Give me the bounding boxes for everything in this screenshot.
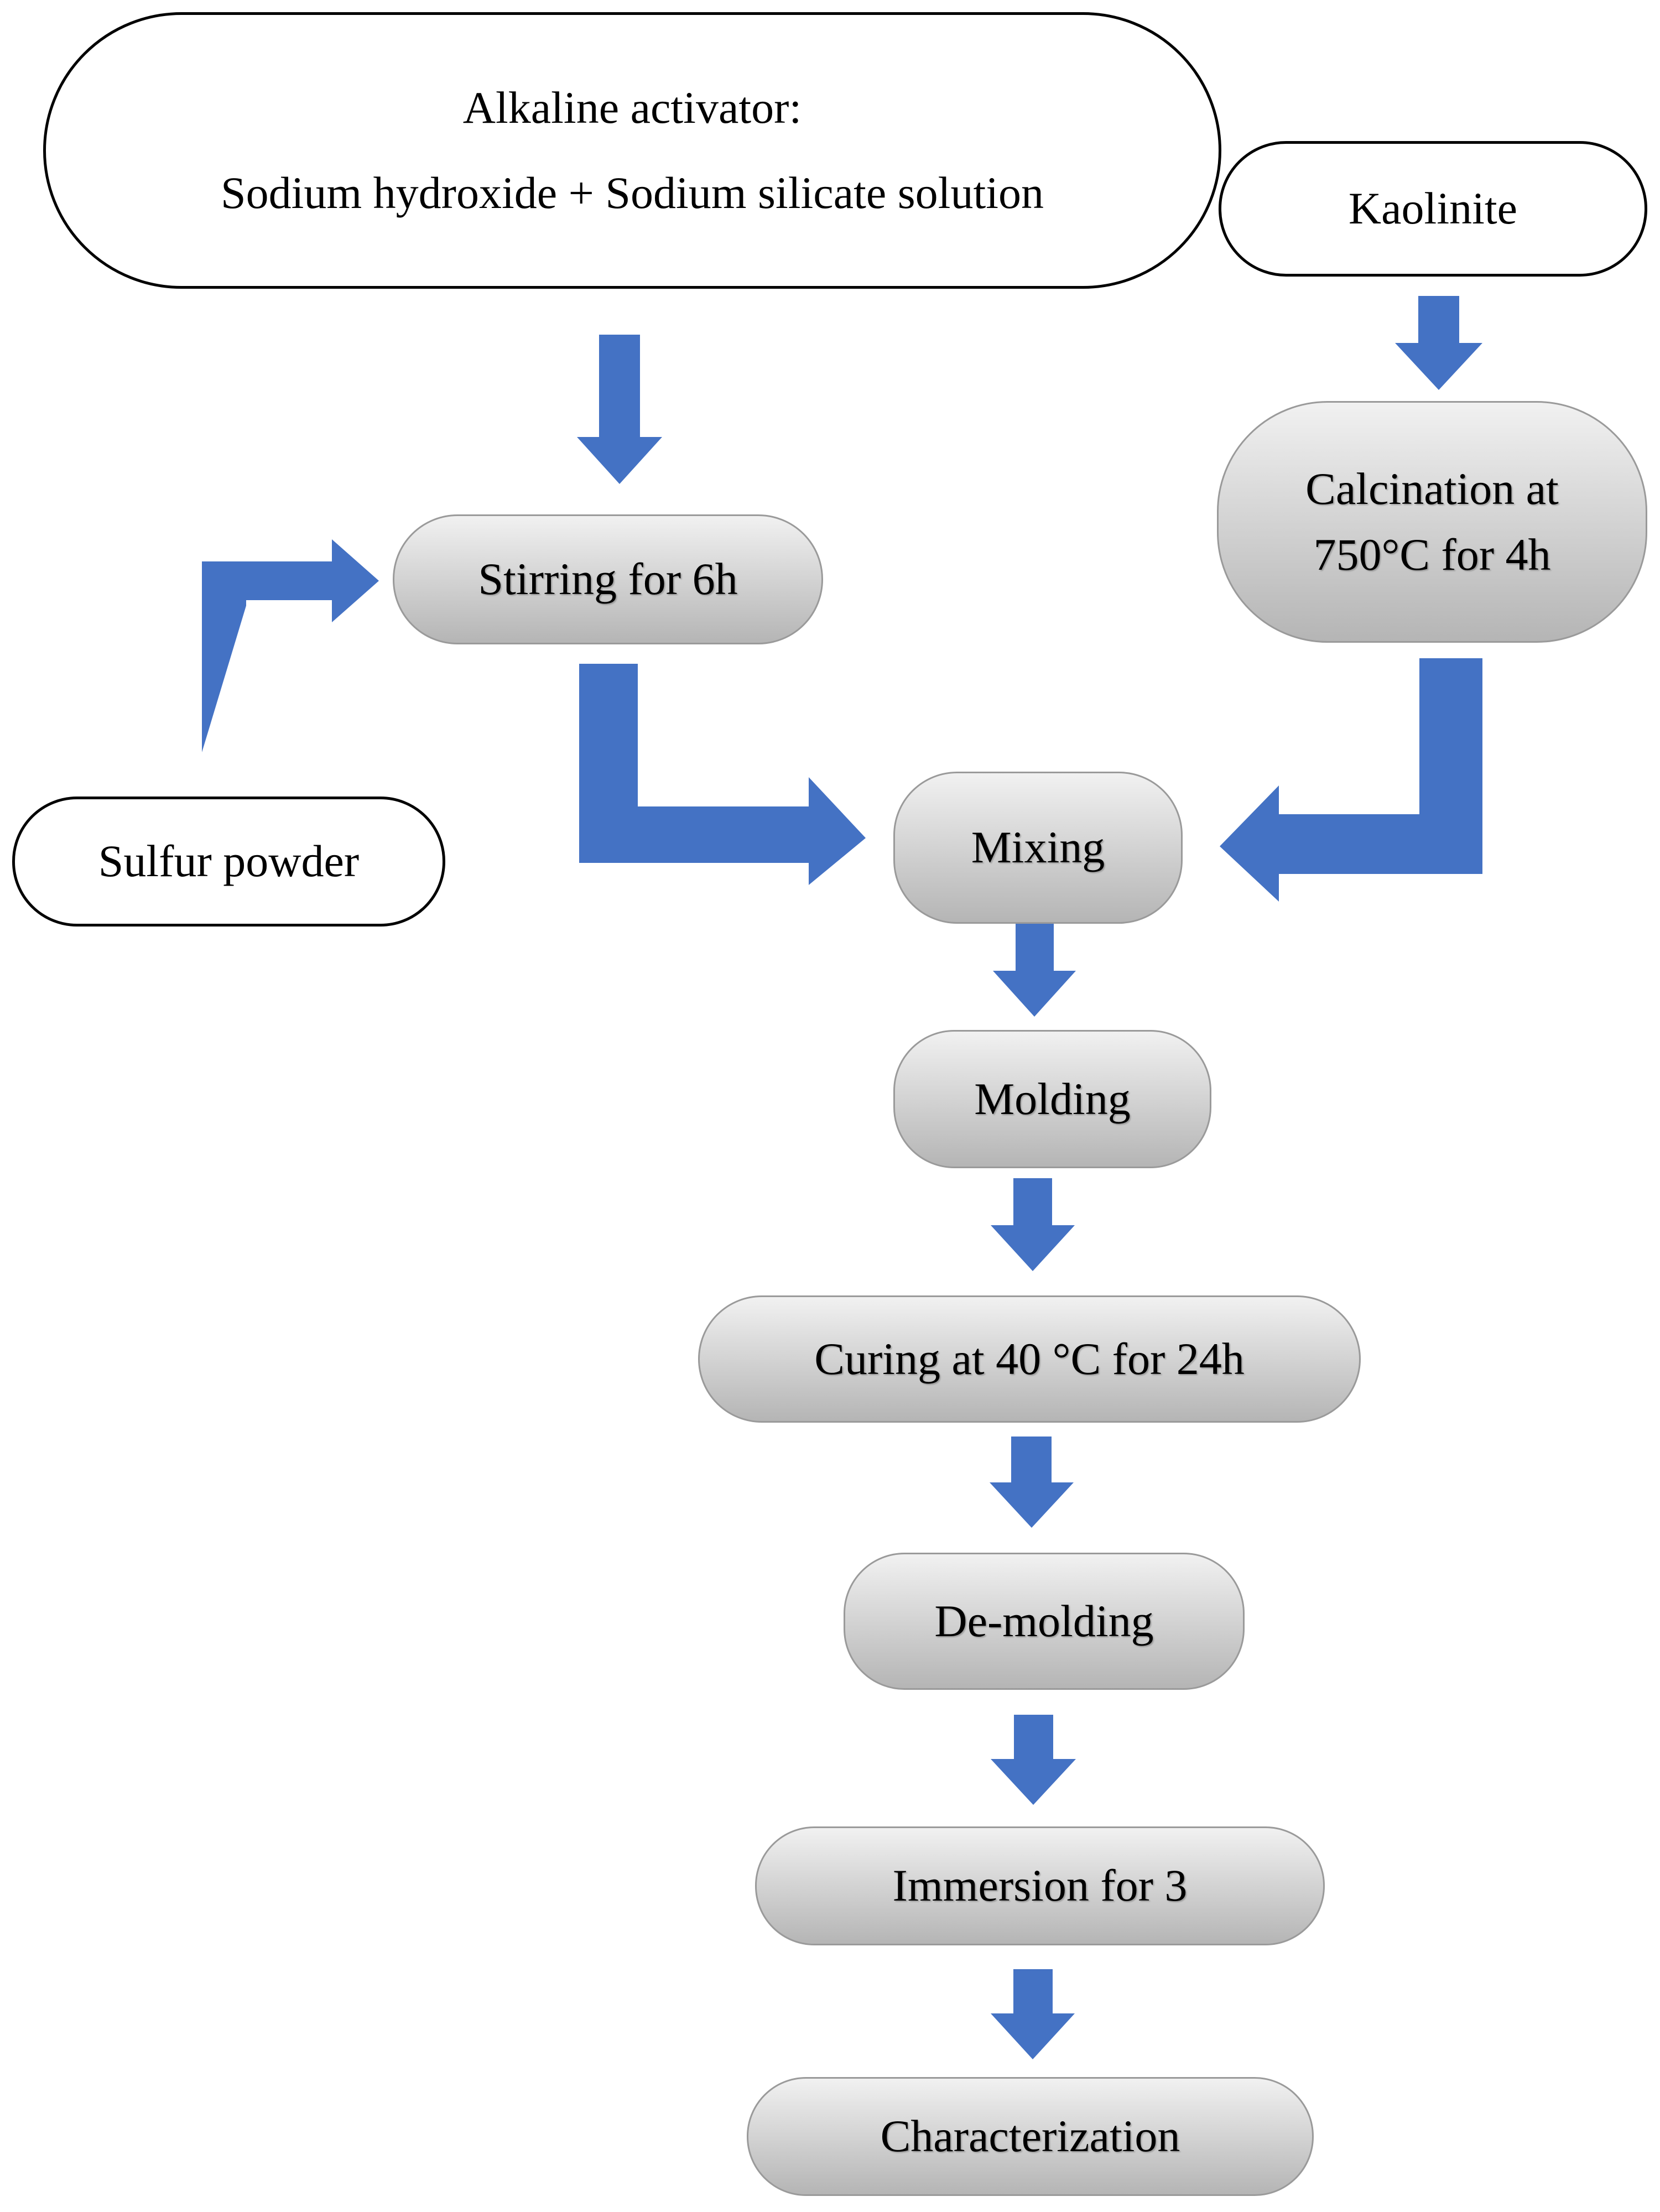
calcination-node: Calcination at 750°C for 4h <box>1217 401 1647 643</box>
alkaline-activator-line2: Sodium hydroxide + Sodium silicate solut… <box>220 167 1044 218</box>
kaolinite-label: Kaolinite <box>1348 183 1518 234</box>
arrow-activator-to-stirring <box>577 335 662 484</box>
molding-label: Molding <box>974 1073 1131 1124</box>
arrow-demolding-to-immersion <box>991 1715 1076 1805</box>
molding-node: Molding <box>893 1030 1211 1168</box>
sulfur-powder-node: Sulfur powder <box>12 797 445 927</box>
characterization-label: Characterization <box>880 2111 1180 2162</box>
arrow-stirring-to-mixing <box>579 664 866 885</box>
alkaline-activator-node: Alkaline activator: Sodium hydroxide + S… <box>43 12 1221 289</box>
arrow-curing-to-demolding <box>990 1437 1074 1528</box>
demolding-label: De-molding <box>934 1595 1154 1646</box>
arrow-immersion-to-characterization <box>991 1969 1075 2059</box>
calcination-line2: 750°C for 4h <box>1313 529 1551 580</box>
mixing-node: Mixing <box>893 772 1183 924</box>
arrow-kaolinite-to-calcination <box>1395 296 1482 390</box>
immersion-node: Immersion for 3 <box>755 1826 1325 1945</box>
arrow-mixing-to-molding <box>993 924 1076 1017</box>
arrow-calcination-to-mixing <box>1220 658 1482 902</box>
immersion-label: Immersion for 3 <box>892 1860 1188 1911</box>
curing-node: Curing at 40 °C for 24h <box>698 1295 1361 1423</box>
curing-label: Curing at 40 °C for 24h <box>814 1333 1245 1384</box>
sulfur-powder-label: Sulfur powder <box>98 836 360 887</box>
arrow-molding-to-curing <box>991 1178 1075 1271</box>
characterization-node: Characterization <box>747 2077 1314 2196</box>
alkaline-activator-line1: Alkaline activator: <box>462 82 802 133</box>
stirring-node: Stirring for 6h <box>393 514 823 644</box>
calcination-line1: Calcination at <box>1305 463 1559 514</box>
mixing-label: Mixing <box>971 822 1105 873</box>
stirring-label: Stirring for 6h <box>478 554 738 605</box>
kaolinite-node: Kaolinite <box>1219 141 1647 277</box>
demolding-node: De-molding <box>844 1553 1245 1690</box>
arrow-sulfur-to-stirring <box>202 539 379 752</box>
